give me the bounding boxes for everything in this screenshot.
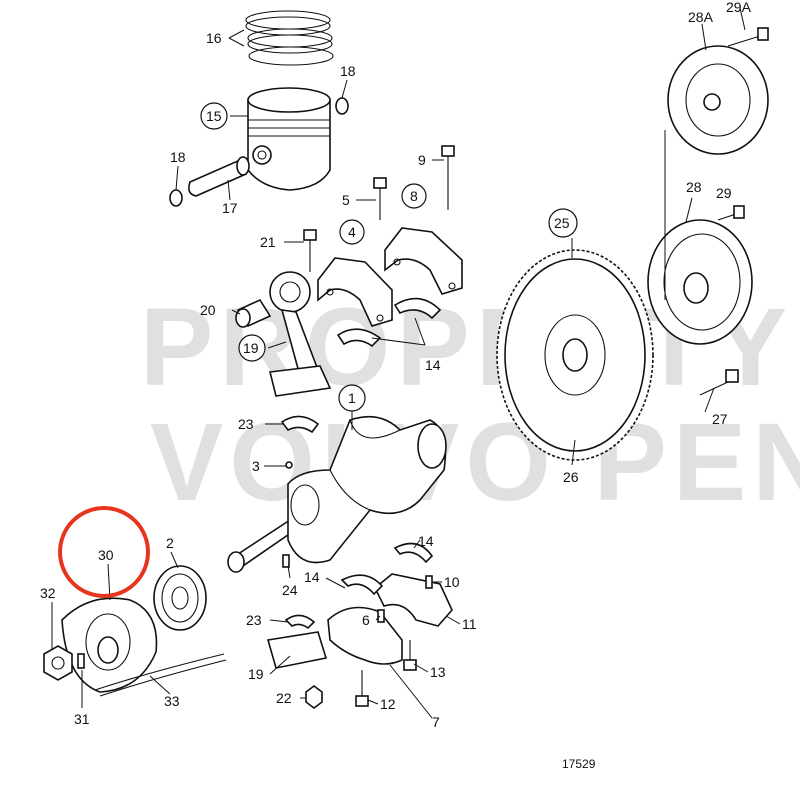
coupling-28a [667,45,769,155]
conrod-cap-19 [266,631,328,669]
key-31 [77,653,85,669]
bearing-cap-8 [384,227,463,295]
bolt-12 [355,670,369,707]
bearing-cap-4 [317,257,393,327]
label-13: 13 [430,664,446,680]
nut-22 [305,685,323,709]
connecting-rod [269,271,332,397]
drive-belt [94,653,227,697]
label-22: 22 [276,690,292,706]
label-14-right: 14 [418,533,434,549]
label-23-top: 23 [238,416,254,432]
label-6: 6 [362,612,370,628]
bolt-29 [717,205,745,221]
label-32: 32 [40,585,56,601]
plug-3 [285,461,293,469]
label-9: 9 [418,152,426,168]
piston [247,87,331,191]
label-3: 3 [252,458,260,474]
label-14-top: 14 [425,357,441,373]
label-27: 27 [712,411,728,427]
key-24 [282,554,290,568]
label-19-bottom: 19 [248,666,264,682]
label-26: 26 [563,469,579,485]
bolt-13 [403,640,417,671]
crankshaft-gear [153,565,207,631]
crankshaft [227,415,447,573]
label-23-bottom: 23 [246,612,262,628]
bearing-shells-14-top [336,297,442,348]
label-15: 15 [206,108,222,124]
bolt-29a [727,27,769,47]
label-17: 17 [222,200,238,216]
label-11: 11 [462,616,477,632]
dowel-10 [425,575,433,589]
highlight-circle-30 [58,506,150,598]
label-28: 28 [686,179,702,195]
label-16: 16 [206,30,222,46]
bolt-5 [373,177,387,220]
small-end-bushing [235,298,272,328]
circlip-left [169,189,183,207]
flywheel [496,249,654,461]
conrod-shell-23-lower [284,614,316,630]
label-1: 1 [348,390,356,406]
drawing-number: 17529 [562,757,596,771]
flex-plate [647,219,753,345]
label-12: 12 [380,696,396,712]
label-21: 21 [260,234,276,250]
label-29a: 29A [726,0,752,15]
label-28a: 28A [688,9,714,25]
label-4: 4 [348,224,356,240]
label-30: 30 [98,547,114,563]
piston-rings [245,10,334,66]
label-20: 20 [200,302,216,318]
label-14-left: 14 [304,569,320,585]
label-8: 8 [410,188,418,204]
label-24: 24 [282,582,298,598]
front-hub [61,597,158,693]
bolt-9 [441,145,455,210]
label-10: 10 [444,574,460,590]
label-19-top: 19 [243,340,259,356]
label-5: 5 [342,192,350,208]
bearing-shells-14-lower [340,542,434,596]
label-33: 33 [164,693,180,709]
label-25: 25 [554,215,570,231]
label-7: 7 [432,714,440,730]
bolt-21 [303,229,317,272]
callout-labels: 16 15 18 18 17 9 5 8 4 21 20 19 14 1 23 … [40,0,752,730]
piston-pin [188,156,250,197]
label-31: 31 [74,711,90,727]
label-18-left: 18 [170,149,186,165]
label-29: 29 [716,185,732,201]
label-2: 2 [166,535,174,551]
watermark-line2: VOLVO PENTA [150,401,800,524]
hub-nut [43,645,73,681]
circlip-right [335,97,349,115]
conrod-shell-23-top [280,415,320,434]
label-18-right: 18 [340,63,356,79]
dowel-6 [377,609,385,623]
